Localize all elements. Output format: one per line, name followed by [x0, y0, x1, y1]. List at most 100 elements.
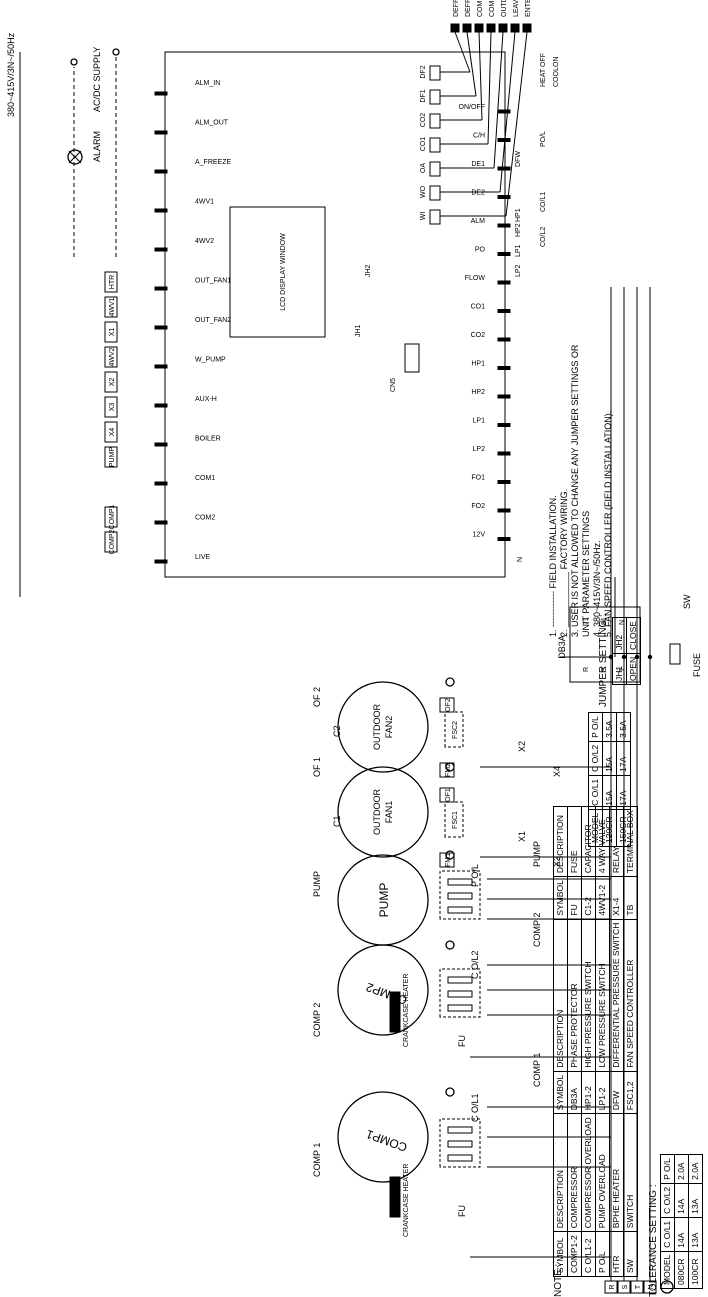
legend-cell: PHASE PROTECTOR	[567, 919, 582, 1072]
ground-icon	[445, 677, 455, 687]
sensor-connector	[429, 89, 441, 105]
legend-cell: SYMBOL	[553, 876, 568, 920]
board-terminal-pin	[154, 481, 168, 486]
fm1-box	[439, 852, 455, 868]
legend-cell: FUSE	[567, 806, 582, 877]
sensor-wire	[499, 31, 516, 193]
crankcase-heater-2	[389, 991, 401, 1033]
jumper-cell: JH1	[612, 653, 627, 685]
pump-overload-element	[447, 906, 473, 914]
tolerance1-cell: 13A	[688, 1183, 703, 1218]
legend-cell: FU	[567, 876, 582, 920]
tolerance2-cell: MODEL	[588, 809, 603, 847]
legend-cell: HTR	[609, 1231, 624, 1277]
board-right-terminal-pin	[497, 366, 511, 370]
board-right-terminal-label: CO1	[471, 304, 486, 311]
db3a-in-terminal: S	[601, 667, 608, 672]
board-right-terminal-pin	[497, 280, 511, 285]
board-right-terminal-label: LP1	[473, 418, 486, 425]
fsc1-label: FSC1	[452, 811, 459, 829]
sensor-connector-label: DF1	[420, 89, 427, 102]
comp1-overload-element	[447, 1154, 473, 1162]
alarm-lamp	[67, 149, 83, 165]
tolerance2-cell: 15A	[602, 741, 617, 776]
relay-label: X4	[109, 428, 116, 437]
c-ol1-label: C O/L1	[470, 1093, 480, 1122]
board-left-terminal-label: 4WV1	[195, 199, 214, 206]
c1-label: C1	[332, 815, 342, 827]
board-terminal-pin	[154, 247, 168, 252]
relay-box	[104, 506, 118, 528]
board-terminal-pin	[154, 91, 168, 96]
fm1-label: FM1	[445, 853, 452, 867]
tolerance1-cell: P O/L	[660, 1154, 675, 1184]
load-caption: COMP 2	[312, 1003, 322, 1037]
lp1-label: LP1	[515, 244, 522, 257]
relay-label: PUMP	[109, 447, 116, 468]
alarm-label: ALARM	[92, 131, 102, 162]
board-terminal-pin	[154, 169, 168, 174]
off-label: OFF	[540, 53, 547, 67]
lcd-display-window	[229, 206, 326, 338]
board-right-terminal-label: ON/OFF	[459, 104, 485, 111]
legend-cell: P O/L	[595, 1231, 610, 1277]
outdoor-fan2-motor	[337, 681, 429, 773]
board-right-terminal-label: HP1	[471, 361, 485, 368]
board-left-terminal-label: OUT_FAN1	[195, 278, 231, 285]
board-right-terminal-label: FO1	[471, 475, 485, 482]
board-right-terminal-pin	[497, 451, 511, 456]
tolerance2-cell: 120CR	[602, 809, 617, 847]
load-caption: OF 2	[312, 687, 322, 707]
pump-tag: PUMP	[532, 841, 542, 867]
comp1-label: COMP1	[364, 1127, 409, 1155]
tolerance1-cell: 14A	[674, 1183, 689, 1218]
board-left-terminal-label: COM1	[195, 475, 215, 482]
sensor-wire	[454, 31, 471, 73]
tolerance1-cell: MODEL	[660, 1251, 675, 1289]
legend-cell: SW	[623, 1231, 638, 1277]
board-terminal-pin	[154, 520, 168, 525]
co-l2-label: CO/L2	[540, 227, 547, 247]
board-right-terminal-label: FLOW	[465, 275, 486, 282]
legend-cell: LOW PRESSURE SWITCH	[595, 919, 610, 1072]
sensor-wire	[487, 31, 492, 145]
fsc2-box	[444, 711, 464, 748]
comp1-overload	[439, 1118, 481, 1168]
of2-label: OF2	[445, 698, 452, 712]
load-caption: PUMP	[312, 871, 322, 897]
sensor-name: ENTERING WATER TEMPERATURE	[525, 0, 532, 17]
comp1-motor	[337, 1091, 429, 1183]
cool-label: COOL	[553, 67, 560, 87]
x4-contact: X4	[552, 766, 562, 777]
relay-box	[104, 296, 118, 318]
on-label: ON	[553, 57, 560, 68]
db3a-box	[569, 606, 641, 683]
sensor-wire	[493, 31, 504, 169]
outdoor-fan1-motor	[337, 766, 429, 858]
jumper-cell: OPEN	[626, 653, 641, 685]
tolerance1-cell: 080CR	[674, 1251, 689, 1289]
supply-terminal-label: T	[635, 1284, 642, 1289]
supply-terminal-label: N	[648, 1284, 655, 1289]
note-title: NOTE :	[553, 1263, 564, 1297]
board-right-terminal-pin	[497, 480, 511, 484]
board-right-terminal-pin	[497, 195, 511, 199]
note-1: 1. ------------ FIELD INSTALLATION.	[548, 495, 558, 637]
comp2-overload-element	[447, 976, 473, 984]
controller-board	[164, 51, 506, 578]
of1-box	[439, 787, 455, 803]
board-right-terminal-label: HP2	[471, 389, 485, 396]
sensor-plug	[450, 23, 460, 33]
tolerance2-cell: 15A	[602, 775, 617, 810]
board-terminal-pin	[154, 208, 168, 213]
sensor-name: LEAVING WATER TEMPERATURE	[513, 0, 520, 17]
tolerance1-cell: 14A	[674, 1217, 689, 1252]
tolerance2-cell: C O/L2	[588, 741, 603, 776]
board-left-terminal-label: ALM_IN	[195, 80, 220, 87]
tolerance2-cell: 3.5A	[602, 712, 617, 742]
